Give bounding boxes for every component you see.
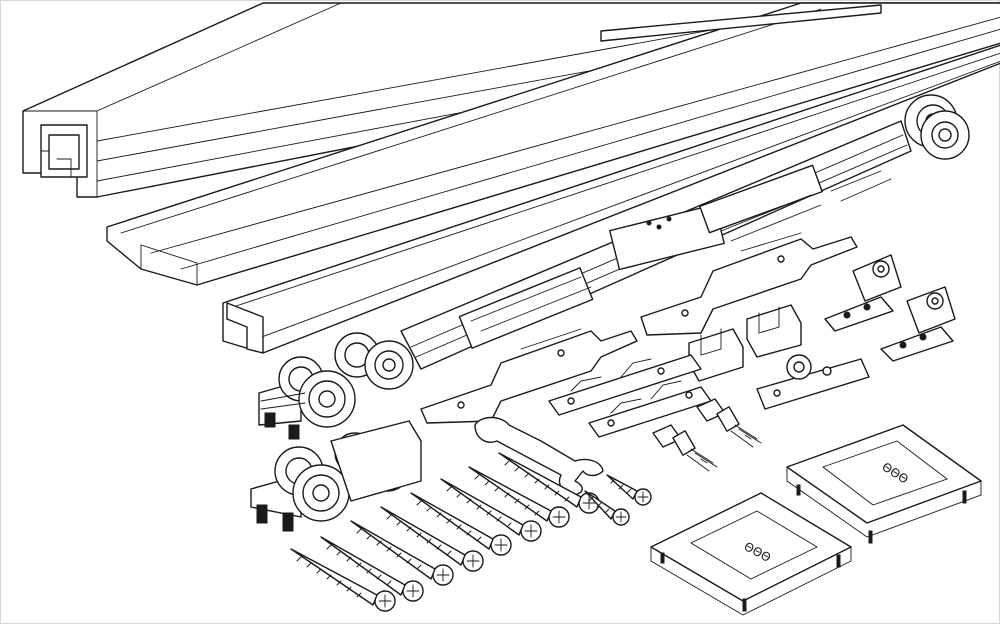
guide-block <box>688 328 744 382</box>
wood-screw-short <box>584 490 630 526</box>
door-clamp <box>548 354 702 416</box>
middle-track <box>106 2 1000 286</box>
guide-block <box>746 304 802 358</box>
cover-plate: ΘΘΘ <box>786 424 982 544</box>
wood-screw-long <box>290 548 396 612</box>
trolley-carriage-assembly <box>334 94 970 390</box>
roller-wheel-unit <box>250 420 422 532</box>
wood-screw-long <box>320 536 424 602</box>
adjusting-bolt <box>652 424 718 472</box>
wood-screw-long <box>440 478 542 542</box>
stopper-plate <box>756 354 870 410</box>
wood-screw-short <box>606 474 652 506</box>
wood-screw-long <box>468 466 570 528</box>
bottom-rail <box>222 44 1000 354</box>
roller-wheel-unit <box>258 356 356 440</box>
wood-screw-long <box>350 520 454 586</box>
wood-screw-long <box>380 506 484 572</box>
adjusting-bolt <box>696 398 762 448</box>
mounting-bracket <box>640 232 858 336</box>
end-stop-clip <box>824 254 902 332</box>
wrench-tool <box>474 416 604 496</box>
cover-plate: ΘΘΘ <box>650 492 852 616</box>
end-stop-clip <box>880 286 956 362</box>
wood-screw-long <box>410 492 512 556</box>
